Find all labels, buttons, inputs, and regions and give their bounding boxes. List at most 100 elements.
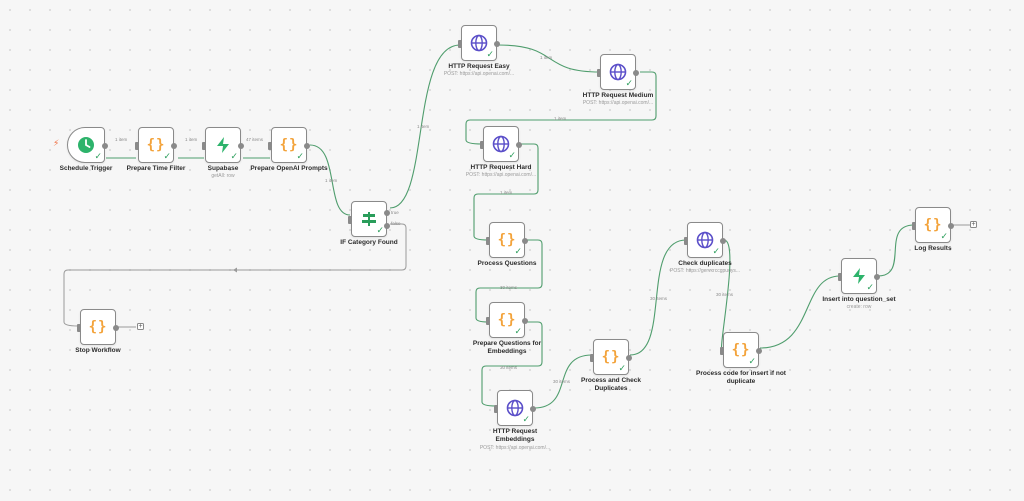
success-check-icon: ✓ <box>296 151 304 161</box>
clock-icon <box>76 135 96 155</box>
node-label: IF Category Found <box>340 239 398 246</box>
input-port[interactable] <box>720 347 724 355</box>
globe-icon <box>505 398 525 418</box>
code-icon: {} <box>923 217 943 233</box>
input-port[interactable] <box>838 273 842 281</box>
node-label: Process code for insert if not duplicate <box>696 370 786 385</box>
input-port[interactable] <box>77 324 81 332</box>
node-prepare-time-filter[interactable]: {} ✓ <box>135 127 177 163</box>
node-label: Process and Check Duplicates <box>581 377 641 392</box>
output-port-true[interactable] <box>384 210 390 216</box>
success-check-icon: ✓ <box>940 231 948 241</box>
input-port[interactable] <box>597 69 601 77</box>
node-stop-workflow[interactable]: {} <box>77 309 119 345</box>
output-port[interactable] <box>113 325 119 331</box>
node-label: Prepare Time Filter <box>126 165 186 172</box>
node-http-request-easy[interactable]: ✓ <box>458 25 500 61</box>
node-if-category-found[interactable]: ✓ <box>348 201 390 237</box>
output-port[interactable] <box>720 238 726 244</box>
input-port[interactable] <box>458 40 462 48</box>
success-check-icon: ✓ <box>514 246 522 256</box>
code-icon: {} <box>279 137 299 153</box>
output-port[interactable] <box>494 41 500 47</box>
input-port[interactable] <box>348 216 352 224</box>
success-check-icon: ✓ <box>712 246 720 256</box>
node-process-code-insert[interactable]: {} ✓ <box>720 332 762 368</box>
input-port[interactable] <box>268 142 272 150</box>
output-port-false[interactable] <box>384 223 390 229</box>
node-label: Log Results <box>914 245 952 252</box>
input-port[interactable] <box>480 141 484 149</box>
edge-label: 47 items <box>246 137 264 142</box>
if-icon <box>359 209 379 229</box>
node-check-duplicates[interactable]: ✓ <box>684 222 726 258</box>
output-port[interactable] <box>522 318 528 324</box>
output-port[interactable] <box>633 70 639 76</box>
success-check-icon: ✓ <box>508 150 516 160</box>
node-subtitle: create: row <box>846 304 872 310</box>
edge-label: 1 item <box>500 190 513 195</box>
edge-process-code-to-insert <box>759 275 841 349</box>
input-port[interactable] <box>486 317 490 325</box>
output-port[interactable] <box>874 274 880 280</box>
output-port[interactable] <box>948 223 954 229</box>
output-port[interactable] <box>522 238 528 244</box>
success-check-icon: ✓ <box>230 151 238 161</box>
node-label: Check duplicates <box>678 260 732 267</box>
add-node-button[interactable]: + <box>137 323 144 330</box>
input-port[interactable] <box>912 222 916 230</box>
output-port[interactable] <box>530 406 536 412</box>
node-label: HTTP Request Easy <box>448 63 510 70</box>
node-http-request-hard[interactable]: ✓ <box>480 126 522 162</box>
success-check-icon: ✓ <box>748 356 756 366</box>
output-port[interactable] <box>171 143 177 149</box>
node-process-questions[interactable]: {} ✓ <box>486 222 528 258</box>
success-check-icon: ✓ <box>522 414 530 424</box>
supabase-icon <box>213 135 233 155</box>
edge-label: 1 item <box>185 137 198 142</box>
node-log-results[interactable]: {} ✓ <box>912 207 954 243</box>
edge-label: 1 item <box>417 124 430 129</box>
node-prepare-questions-embeddings[interactable]: {} ✓ <box>486 302 528 338</box>
success-check-icon: ✓ <box>866 282 874 292</box>
output-port[interactable] <box>238 143 244 149</box>
output-port[interactable] <box>626 355 632 361</box>
success-check-icon: ✓ <box>163 151 171 161</box>
flow-arrow <box>233 267 237 273</box>
node-schedule-trigger[interactable]: ✓ <box>67 127 108 163</box>
input-port[interactable] <box>590 354 594 362</box>
node-insert-question-set[interactable]: ✓ <box>838 258 880 294</box>
if-false-label: false <box>391 221 401 226</box>
node-label: Insert into question_set <box>822 296 896 303</box>
success-check-icon: ✓ <box>486 49 494 59</box>
output-port[interactable] <box>102 143 108 149</box>
edge-label: 1 item <box>540 55 553 60</box>
node-http-request-embeddings[interactable]: ✓ <box>494 390 536 426</box>
node-subtitle: POST: https://api.openai.com/... <box>582 100 654 106</box>
node-http-request-medium[interactable]: ✓ <box>597 54 639 90</box>
node-subtitle: getAll: row <box>211 173 235 179</box>
code-icon: {} <box>88 319 108 335</box>
input-port[interactable] <box>202 142 206 150</box>
success-check-icon: ✓ <box>514 326 522 336</box>
output-port[interactable] <box>516 142 522 148</box>
input-port[interactable] <box>486 237 490 245</box>
output-port[interactable] <box>304 143 310 149</box>
globe-icon <box>469 33 489 53</box>
input-port[interactable] <box>494 405 498 413</box>
add-node-button[interactable]: + <box>970 221 977 228</box>
success-check-icon: ✓ <box>376 225 384 235</box>
node-label: Schedule Trigger <box>59 165 113 172</box>
globe-icon <box>608 62 628 82</box>
node-prepare-openai-prompts[interactable]: {} ✓ <box>268 127 310 163</box>
node-subtitle: POST: https://api.openai.com/... <box>465 172 537 178</box>
node-supabase[interactable]: ✓ <box>202 127 244 163</box>
success-check-icon: ✓ <box>94 151 102 161</box>
edge-label: 1 item <box>554 116 567 121</box>
input-port[interactable] <box>135 142 139 150</box>
node-process-check-duplicates[interactable]: {} ✓ <box>590 339 632 375</box>
trigger-bolt-icon: ⚡ <box>53 138 60 148</box>
input-port[interactable] <box>684 237 688 245</box>
output-port[interactable] <box>756 348 762 354</box>
